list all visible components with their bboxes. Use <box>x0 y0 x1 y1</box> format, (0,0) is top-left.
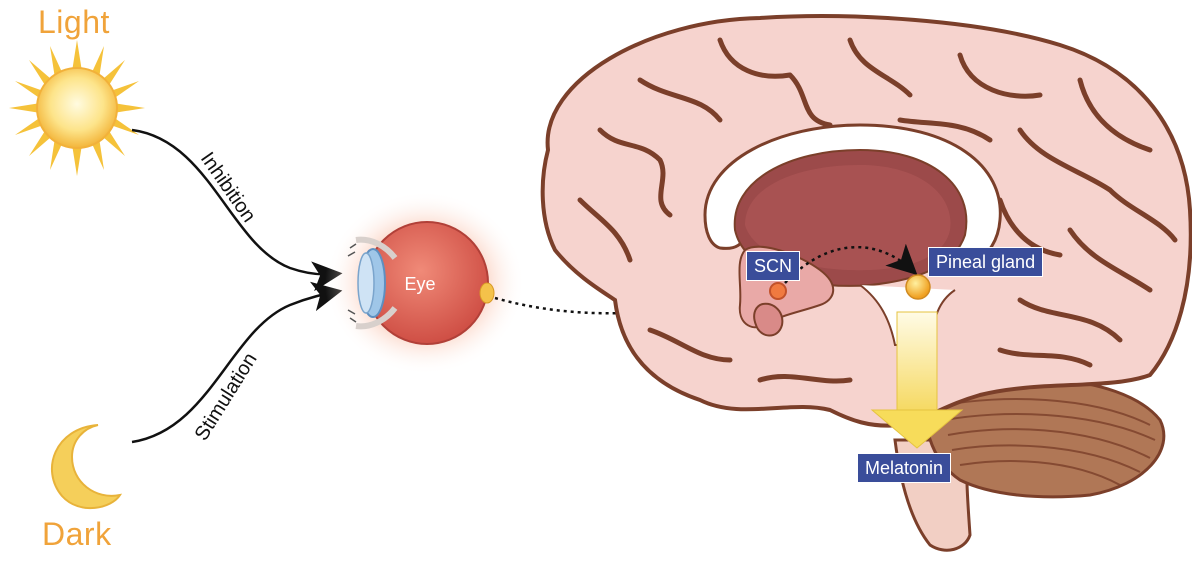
melatonin-label: Melatonin <box>857 453 951 483</box>
scn-marker <box>770 283 786 299</box>
dark-label: Dark <box>42 516 112 553</box>
scn-label: SCN <box>746 251 800 281</box>
sun-icon <box>9 40 145 176</box>
light-label: Light <box>38 4 110 41</box>
pineal-gland-label: Pineal gland <box>928 247 1043 277</box>
moon-icon <box>52 425 120 508</box>
pineal-gland-marker <box>906 275 930 299</box>
eye-label: Eye <box>404 274 435 294</box>
inhibition-label: Inhibition <box>196 148 260 226</box>
